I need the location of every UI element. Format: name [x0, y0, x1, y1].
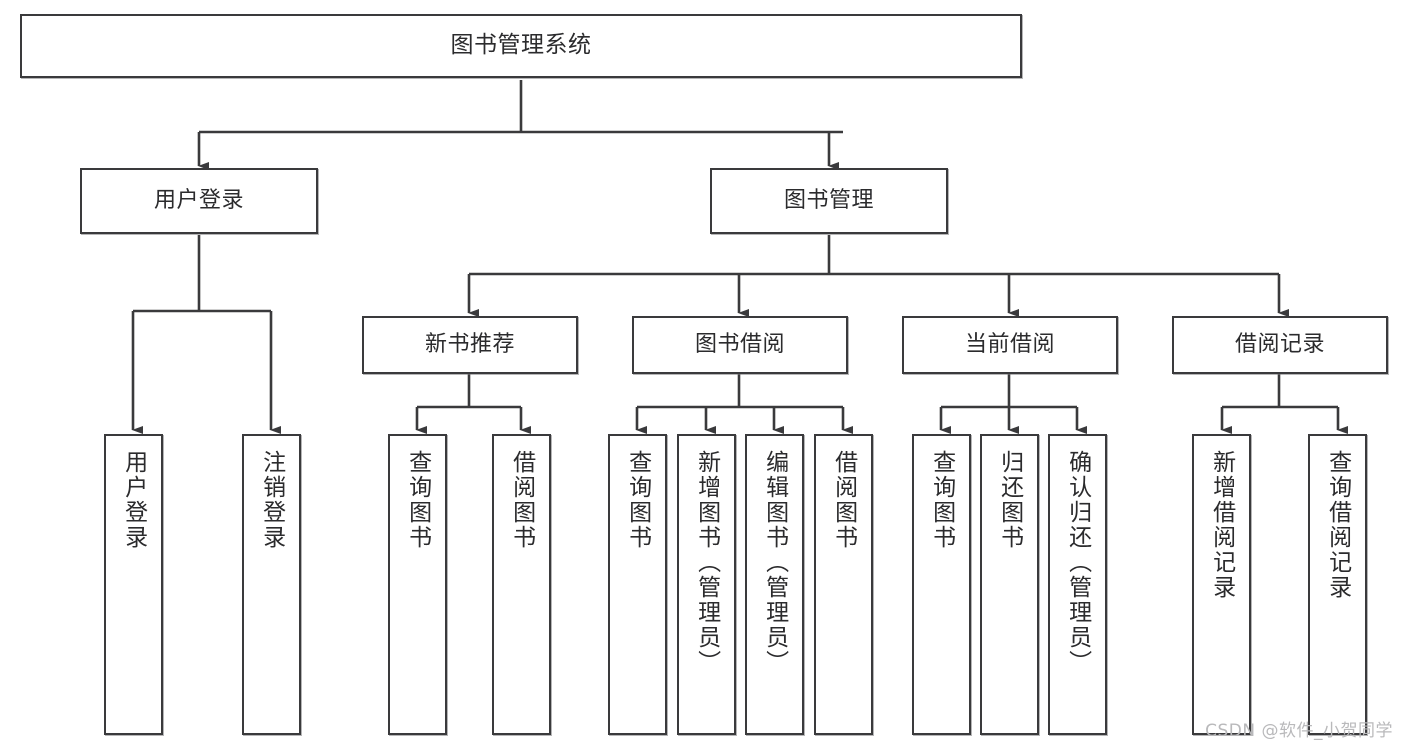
node-label: 用户登录 [120, 450, 147, 550]
node-label: 用户登录 [153, 188, 244, 214]
node-label: 借阅图书 [508, 450, 535, 550]
node-leaf-add-book-admin[interactable]: 新增图书（管理员） [677, 434, 736, 735]
node-leaf-return-book[interactable]: 归还图书 [980, 434, 1039, 735]
node-leaf-add-borrow-record[interactable]: 新增借阅记录 [1192, 434, 1251, 735]
node-label: 新书推荐 [424, 332, 515, 358]
node-label: 查询图书 [624, 450, 651, 550]
node-leaf-borrow-book-recommend[interactable]: 借阅图书 [492, 434, 551, 735]
node-leaf-borrow-book[interactable]: 借阅图书 [814, 434, 873, 735]
node-label: 查询借阅记录 [1324, 450, 1351, 600]
node-label: 查询图书 [404, 450, 431, 550]
node-user-login[interactable]: 用户登录 [80, 168, 318, 234]
node-label: 图书管理 [783, 188, 874, 214]
node-label: 注销登录 [258, 450, 285, 550]
node-root-book-management-system[interactable]: 图书管理系统 [20, 14, 1022, 78]
node-label: 查询图书 [928, 450, 955, 550]
node-label: 编辑图书（管理员） [761, 450, 788, 675]
node-leaf-query-borrow-record[interactable]: 查询借阅记录 [1308, 434, 1367, 735]
node-leaf-query-book-recommend[interactable]: 查询图书 [388, 434, 447, 735]
node-book-management[interactable]: 图书管理 [710, 168, 948, 234]
node-leaf-confirm-return-admin[interactable]: 确认归还（管理员） [1048, 434, 1107, 735]
node-label: 当前借阅 [964, 332, 1055, 358]
node-label: 图书管理系统 [450, 32, 592, 59]
node-book-borrow[interactable]: 图书借阅 [632, 316, 848, 374]
node-label: 借阅记录 [1234, 332, 1325, 358]
node-label: 图书借阅 [694, 332, 785, 358]
node-label: 确认归还（管理员） [1064, 450, 1091, 675]
node-borrow-record[interactable]: 借阅记录 [1172, 316, 1388, 374]
csdn-watermark: CSDN @软件_小贺同学 [1205, 721, 1393, 741]
node-label: 归还图书 [996, 450, 1023, 550]
node-leaf-query-book-current[interactable]: 查询图书 [912, 434, 971, 735]
node-leaf-query-book-borrow[interactable]: 查询图书 [608, 434, 667, 735]
node-leaf-edit-book-admin[interactable]: 编辑图书（管理员） [745, 434, 804, 735]
node-new-book-recommend[interactable]: 新书推荐 [362, 316, 578, 374]
node-label: 新增借阅记录 [1208, 450, 1235, 600]
node-leaf-user-login[interactable]: 用户登录 [104, 434, 163, 735]
node-label: 新增图书（管理员） [693, 450, 720, 675]
node-label: 借阅图书 [830, 450, 857, 550]
node-leaf-logout-login[interactable]: 注销登录 [242, 434, 301, 735]
node-current-borrow[interactable]: 当前借阅 [902, 316, 1118, 374]
